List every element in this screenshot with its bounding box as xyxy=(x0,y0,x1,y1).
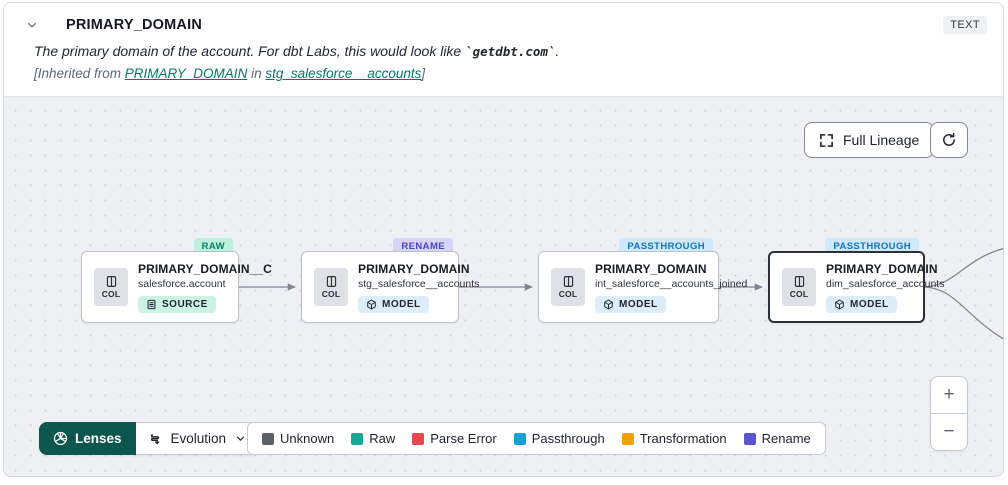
legend-swatch-passthrough xyxy=(513,432,526,445)
description-code: `getdbt.com` xyxy=(465,44,556,59)
zoom-in-button[interactable]: + xyxy=(930,376,968,414)
column-icon xyxy=(105,275,118,288)
lineage-node-staging: RENAME COL PRIMARY_DOMAIN stg_salesforce… xyxy=(301,238,479,323)
legend-item: Passthrough xyxy=(513,431,605,446)
lens-controls: Lenses Evolution xyxy=(39,422,260,455)
legend-label: Unknown xyxy=(280,431,335,446)
column-chip: COL xyxy=(551,268,585,306)
node-type-tag: SOURCE xyxy=(138,295,216,313)
lens-selected-label: Evolution xyxy=(170,431,227,446)
col-chip-label: COL xyxy=(321,289,341,299)
legend-item: Raw xyxy=(351,431,395,446)
col-chip-label: COL xyxy=(101,289,121,299)
inherited-column-link[interactable]: PRIMARY_DOMAIN xyxy=(124,66,248,81)
column-icon xyxy=(562,275,575,288)
col-chip-label: COL xyxy=(789,289,809,299)
legend-item: Transformation xyxy=(621,431,727,446)
legend-swatch-transformation xyxy=(621,432,634,445)
collapse-chevron-icon[interactable] xyxy=(24,17,40,33)
node-card-int-salesforce-accounts-joined[interactable]: COL PRIMARY_DOMAIN int_salesforce__accou… xyxy=(538,251,747,323)
node-model-name: dim_salesforce_accounts xyxy=(826,277,945,290)
lenses-button[interactable]: Lenses xyxy=(39,422,136,455)
description-text: The primary domain of the account. For d… xyxy=(34,43,466,59)
legend-item: Parse Error xyxy=(412,431,497,446)
refresh-button[interactable] xyxy=(930,122,968,158)
lens-legend: Unknown Raw Parse Error Passthrough Tran… xyxy=(247,422,826,455)
node-column-name: PRIMARY_DOMAIN xyxy=(358,261,470,276)
description-period: . xyxy=(555,43,560,59)
node-type-label: MODEL xyxy=(382,298,421,310)
lineage-node-dim: PASSTHROUGH COL PRIMARY_DOMAIN dim_sales… xyxy=(768,238,944,323)
node-type-label: SOURCE xyxy=(162,298,208,310)
legend-label: Transformation xyxy=(639,431,727,446)
col-chip-label: COL xyxy=(558,289,578,299)
inherited-suffix: ] xyxy=(421,66,426,81)
legend-swatch-unknown xyxy=(262,432,274,445)
lineage-node-intermediate: PASSTHROUGH COL PRIMARY_DOMAIN int_sales… xyxy=(538,238,747,323)
column-lineage-panel: PRIMARY_DOMAIN TEXT The primary domain o… xyxy=(3,2,1004,477)
node-column-name: PRIMARY_DOMAIN xyxy=(595,261,707,276)
lenses-label: Lenses xyxy=(75,431,122,446)
column-chip: COL xyxy=(782,268,816,306)
column-header: PRIMARY_DOMAIN TEXT The primary domain o… xyxy=(4,3,1003,96)
legend-swatch-parse-error xyxy=(412,432,425,445)
lineage-canvas[interactable]: Full Lineage RAW COL PRIMARY_DOMAIN__C s… xyxy=(4,96,1003,476)
full-lineage-button[interactable]: Full Lineage xyxy=(804,122,935,158)
expand-icon xyxy=(819,133,834,148)
refresh-icon xyxy=(941,132,957,148)
node-model-name: int_salesforce__accounts_joined xyxy=(595,277,748,290)
legend-label: Rename xyxy=(761,431,811,446)
node-type-tag: MODEL xyxy=(595,295,666,313)
node-card-salesforce-account[interactable]: COL PRIMARY_DOMAIN__C salesforce.account… xyxy=(81,251,272,323)
zoom-controls: + − xyxy=(930,376,968,451)
node-type-label: MODEL xyxy=(619,298,658,310)
node-type-tag: MODEL xyxy=(358,295,429,313)
model-cube-icon xyxy=(366,298,377,310)
full-lineage-label: Full Lineage xyxy=(843,132,920,148)
legend-label: Parse Error xyxy=(430,431,497,446)
legend-label: Passthrough xyxy=(531,431,605,446)
node-column-name: PRIMARY_DOMAIN__C xyxy=(138,261,272,276)
model-cube-icon xyxy=(603,298,614,310)
chevron-down-icon xyxy=(235,433,246,444)
node-model-name: salesforce.account xyxy=(138,277,226,290)
inherited-model-link[interactable]: stg_salesforce__accounts xyxy=(265,66,422,81)
column-title: PRIMARY_DOMAIN xyxy=(66,17,202,33)
legend-label: Raw xyxy=(369,431,396,446)
legend-item: Unknown xyxy=(262,431,334,446)
inherited-prefix: [Inherited from xyxy=(34,66,125,81)
column-icon xyxy=(325,275,338,288)
lens-aperture-icon xyxy=(53,431,68,446)
data-type-badge: TEXT xyxy=(943,16,987,34)
node-card-stg-salesforce-accounts[interactable]: COL PRIMARY_DOMAIN stg_salesforce__accou… xyxy=(301,251,479,323)
node-type-tag: MODEL xyxy=(826,295,897,313)
column-chip: COL xyxy=(94,268,128,306)
inherited-middle: in xyxy=(247,66,266,81)
zoom-out-button[interactable]: − xyxy=(930,413,968,451)
evolution-icon xyxy=(148,432,162,446)
node-model-name: stg_salesforce__accounts xyxy=(358,277,480,290)
lens-dropdown[interactable]: Evolution xyxy=(135,422,260,455)
legend-swatch-raw xyxy=(351,432,364,445)
node-column-name: PRIMARY_DOMAIN xyxy=(826,261,938,276)
column-description: The primary domain of the account. For d… xyxy=(34,43,987,59)
model-cube-icon xyxy=(834,298,845,310)
lineage-node-source: RAW COL PRIMARY_DOMAIN__C salesforce.acc… xyxy=(81,238,272,323)
inherited-note: [Inherited from PRIMARY_DOMAIN in stg_sa… xyxy=(34,66,987,81)
column-icon xyxy=(793,275,806,288)
legend-swatch-rename xyxy=(743,432,756,445)
source-icon xyxy=(146,299,157,310)
legend-item: Rename xyxy=(743,431,811,446)
node-card-dim-salesforce-accounts[interactable]: COL PRIMARY_DOMAIN dim_salesforce_accoun… xyxy=(768,251,944,323)
column-chip: COL xyxy=(314,268,348,306)
node-type-label: MODEL xyxy=(850,298,889,310)
